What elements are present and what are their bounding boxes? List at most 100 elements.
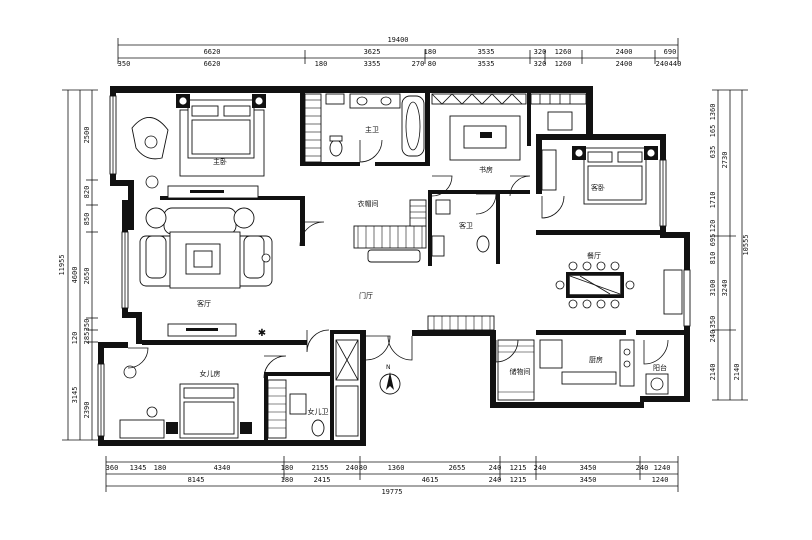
lamp-icon	[261, 253, 271, 263]
room-label-foyer: 门厅	[359, 291, 373, 300]
dim-top-row2: 350 6620 180 3355 270 80 3535 320 1260 2…	[118, 60, 682, 68]
chair	[146, 406, 158, 418]
chair	[568, 299, 578, 309]
basin	[356, 96, 368, 106]
pillow	[617, 151, 643, 163]
chair	[625, 280, 635, 290]
dim-label: 320	[534, 48, 547, 56]
dim-label: 1360	[388, 464, 405, 472]
pillow	[587, 151, 613, 163]
dim-label: 240	[636, 464, 649, 472]
duvet	[183, 401, 235, 435]
dim-bottom-row2: 8145 180 2415 4615 240 1215 3450 1240	[188, 476, 669, 484]
dim-label: 360	[106, 464, 119, 472]
sofa	[163, 207, 237, 235]
desk	[119, 419, 165, 439]
foyer	[365, 315, 495, 361]
nightstand	[166, 422, 178, 434]
room-label-kitchen: 厨房	[589, 355, 603, 364]
tv	[190, 190, 224, 193]
dim-label: 2500	[83, 127, 91, 144]
room-label-guest-room: 客卧	[591, 183, 605, 192]
dim-label: 3535	[478, 60, 495, 68]
dim-label: 180	[281, 464, 294, 472]
dim-label: 6620	[204, 48, 221, 56]
closet-hatch	[304, 93, 322, 163]
dim-label: 1345	[130, 464, 147, 472]
dim-label: 440	[669, 60, 682, 68]
wardrobe	[541, 149, 557, 191]
side-table	[233, 207, 255, 229]
dim-label: 695	[709, 234, 717, 247]
dim-label: 180	[315, 60, 328, 68]
guest-room	[541, 146, 658, 205]
dim-label: 3100	[709, 280, 717, 297]
dim-label: 3355	[364, 60, 381, 68]
dim-label: 3535	[478, 48, 495, 56]
sink	[325, 93, 345, 105]
room-label-closet: 衣帽间	[358, 199, 379, 208]
dim-label: 810	[709, 252, 717, 265]
lamp-icon	[574, 148, 584, 158]
dim-label: 2415	[314, 476, 331, 484]
shoe-cabinet-hatch	[427, 315, 495, 331]
lamp-icon	[254, 96, 264, 106]
dim-label: 120	[71, 332, 79, 345]
dim-label: 1215	[510, 476, 527, 484]
dim-label: 2140	[733, 364, 741, 381]
dim-label: 1260	[555, 60, 572, 68]
nightstand	[240, 422, 252, 434]
top-dimension-lines	[117, 38, 679, 64]
side-table	[144, 135, 158, 149]
dim-label: 2655	[449, 464, 466, 472]
dim-label: 4340	[214, 464, 231, 472]
room-label-guest-bath: 客卫	[459, 221, 473, 230]
dim-label: 80	[428, 60, 436, 68]
dim-bottom-total: 19775	[381, 488, 402, 496]
dim-label: 4600	[71, 267, 79, 284]
chair	[596, 261, 606, 271]
dim-label: 240	[489, 464, 502, 472]
dim-label: 180	[424, 48, 437, 56]
dim-label: 1360	[709, 104, 717, 121]
room-label-living-room: 客厅	[197, 299, 211, 308]
interior-walls	[142, 86, 690, 442]
dim-label: 3625	[364, 48, 381, 56]
lamp-icon	[123, 365, 137, 379]
chair	[568, 261, 578, 271]
master-bath	[304, 93, 425, 163]
plant-icon: ✱	[258, 328, 266, 339]
chair	[145, 175, 159, 189]
dim-left-row2: 4600 120	[71, 267, 79, 345]
dim-label: 180	[154, 464, 167, 472]
dim-label: 320	[534, 60, 547, 68]
room-label-study: 书房	[479, 165, 493, 174]
dim-label: 2390	[83, 402, 91, 419]
dim-label: 165	[709, 125, 717, 138]
dim-left-row1: 2500 820 850 2650 350 285 3145 2390	[71, 127, 91, 419]
dim-label: 1260	[555, 48, 572, 56]
dim-label: 2140	[709, 364, 717, 381]
daughter-room	[119, 365, 287, 439]
dim-label: 635	[709, 146, 717, 159]
room-label-balcony: 阳台	[653, 363, 667, 372]
armchair	[145, 235, 167, 279]
dim-label: 120	[709, 220, 717, 233]
north-arrow-label: N	[386, 364, 391, 371]
north-arrow-icon: N	[379, 364, 401, 395]
dim-label: 1710	[709, 192, 717, 209]
dim-label: 3450	[580, 476, 597, 484]
door-swings	[127, 139, 565, 379]
bottom-dimension-lines	[105, 456, 679, 492]
chair	[582, 261, 592, 271]
fridge	[539, 339, 563, 369]
armchair	[547, 111, 573, 131]
lamp-icon	[178, 96, 188, 106]
dim-label: 2400	[616, 48, 633, 56]
cabinet	[335, 385, 359, 437]
dim-right-row2: 2730 3240 2140	[721, 152, 741, 381]
pillow	[191, 105, 219, 117]
dim-label: 350	[118, 60, 131, 68]
dim-label: 180	[281, 476, 294, 484]
